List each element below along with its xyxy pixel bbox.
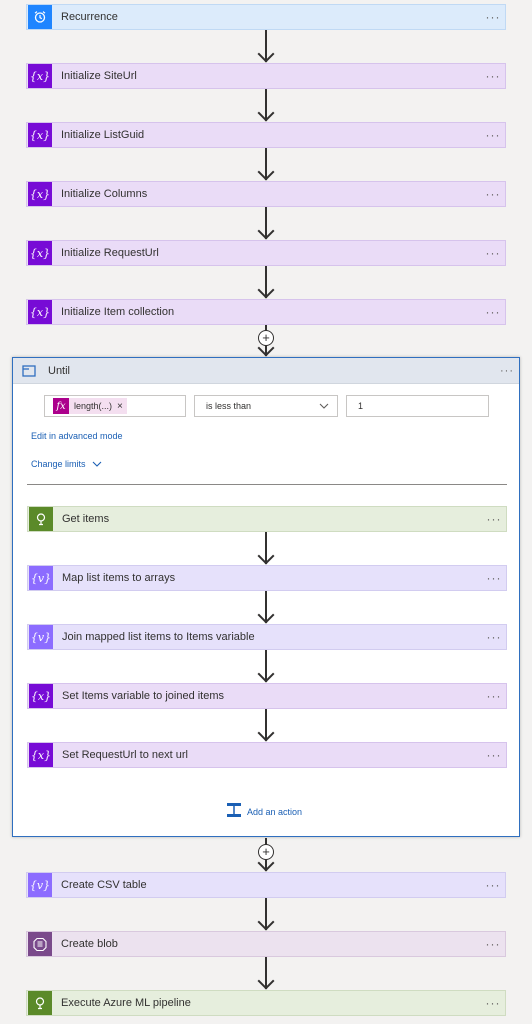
function-icon: fx xyxy=(53,398,69,414)
connector-arrow xyxy=(257,898,275,931)
connector-arrow xyxy=(257,709,275,742)
step-set-items-variable[interactable]: {x} Set Items variable to joined items ·… xyxy=(27,683,507,709)
step-map-list-items[interactable]: {v} Map list items to arrays ··· xyxy=(27,565,507,591)
step-initialize-listguid[interactable]: {x} Initialize ListGuid ··· xyxy=(26,122,506,148)
change-limits-link[interactable]: Change limits xyxy=(31,459,102,469)
add-action-icon xyxy=(225,801,243,822)
until-title: Until xyxy=(48,364,71,377)
step-title: Set Items variable to joined items xyxy=(62,690,225,702)
until-loop-scope: Until ··· fx length(...) × is less than … xyxy=(12,357,520,837)
step-title: Initialize RequestUrl xyxy=(61,247,159,259)
step-initialize-siteurl[interactable]: {x} Initialize SiteUrl ··· xyxy=(26,63,506,89)
connector-arrow xyxy=(257,532,275,565)
variable-icon: {x} xyxy=(28,64,52,88)
condition-operator-select[interactable]: is less than xyxy=(194,395,338,417)
more-options-icon[interactable]: ··· xyxy=(485,305,501,319)
connector-arrow xyxy=(257,957,275,990)
step-title: Recurrence xyxy=(61,11,118,23)
step-title: Initialize ListGuid xyxy=(61,129,145,141)
data-operation-icon: {v} xyxy=(29,566,53,590)
more-options-icon[interactable]: ··· xyxy=(486,748,502,762)
step-execute-azure-ml-pipeline[interactable]: Execute Azure ML pipeline ··· xyxy=(26,990,506,1016)
connector-arrow xyxy=(257,650,275,683)
more-options-icon[interactable]: ··· xyxy=(485,996,501,1010)
variable-icon: {x} xyxy=(28,300,52,324)
chevron-down-icon xyxy=(319,400,329,412)
operand-value: 1 xyxy=(358,401,364,411)
step-join-mapped-items[interactable]: {v} Join mapped list items to Items vari… xyxy=(27,624,507,650)
connector-arrow xyxy=(257,148,275,181)
condition-right-operand[interactable]: 1 xyxy=(346,395,489,417)
more-options-icon[interactable]: ··· xyxy=(485,937,501,951)
section-divider xyxy=(27,484,507,485)
step-title: Set RequestUrl to next url xyxy=(62,749,188,761)
step-title: Get items xyxy=(62,513,110,525)
add-an-action-label: Add an action xyxy=(247,806,303,817)
variable-icon: {x} xyxy=(28,241,52,265)
step-initialize-item-collection[interactable]: {x} Initialize Item collection ··· xyxy=(26,299,506,325)
connector-arrow xyxy=(257,266,275,299)
more-options-icon[interactable]: ··· xyxy=(485,187,501,201)
chevron-down-icon xyxy=(92,459,102,469)
variable-icon: {x} xyxy=(28,182,52,206)
step-title: Map list items to arrays xyxy=(62,572,176,584)
connector-arrow xyxy=(257,89,275,122)
data-operation-icon: {v} xyxy=(28,873,52,897)
step-title: Join mapped list items to Items variable xyxy=(62,631,255,643)
alarm-clock-icon xyxy=(28,5,52,29)
step-title: Initialize Columns xyxy=(61,188,148,200)
add-an-action-button[interactable]: Add an action xyxy=(225,801,302,822)
variable-icon: {x} xyxy=(29,743,53,767)
operator-value: is less than xyxy=(206,401,252,411)
step-title: Initialize SiteUrl xyxy=(61,70,137,82)
more-options-icon[interactable]: ··· xyxy=(486,689,502,703)
blob-storage-icon xyxy=(28,932,52,956)
variable-icon: {x} xyxy=(28,123,52,147)
step-create-blob[interactable]: Create blob ··· xyxy=(26,931,506,957)
sharepoint-icon xyxy=(29,507,53,531)
change-limits-label: Change limits xyxy=(31,459,86,469)
remove-token-icon[interactable]: × xyxy=(117,400,123,412)
variable-icon: {x} xyxy=(29,684,53,708)
more-options-icon[interactable]: ··· xyxy=(485,10,501,24)
more-options-icon[interactable]: ··· xyxy=(486,630,502,644)
expression-token[interactable]: fx length(...) × xyxy=(53,398,127,414)
condition-left-operand[interactable]: fx length(...) × xyxy=(44,395,186,417)
until-header[interactable]: Until ··· xyxy=(13,358,519,384)
step-set-requesturl[interactable]: {x} Set RequestUrl to next url ··· xyxy=(27,742,507,768)
step-initialize-requesturl[interactable]: {x} Initialize RequestUrl ··· xyxy=(26,240,506,266)
insert-step-plus-icon[interactable]: + xyxy=(258,844,274,860)
connector-arrow xyxy=(257,591,275,624)
step-recurrence[interactable]: Recurrence ··· xyxy=(26,4,506,30)
token-label: length(...) xyxy=(74,401,113,411)
more-options-icon[interactable]: ··· xyxy=(485,246,501,260)
insert-step-plus-icon[interactable]: + xyxy=(258,330,274,346)
loop-icon xyxy=(18,362,40,380)
more-options-icon[interactable]: ··· xyxy=(486,512,502,526)
connector-arrow xyxy=(257,207,275,240)
step-get-items[interactable]: Get items ··· xyxy=(27,506,507,532)
data-operation-icon: {v} xyxy=(29,625,53,649)
more-options-icon[interactable]: ··· xyxy=(500,364,514,377)
more-options-icon[interactable]: ··· xyxy=(485,128,501,142)
edit-advanced-mode-link[interactable]: Edit in advanced mode xyxy=(31,431,123,441)
connector-arrow xyxy=(257,30,275,63)
azure-ml-icon xyxy=(28,991,52,1015)
more-options-icon[interactable]: ··· xyxy=(486,571,502,585)
step-title: Initialize Item collection xyxy=(61,306,175,318)
step-initialize-columns[interactable]: {x} Initialize Columns ··· xyxy=(26,181,506,207)
step-title: Execute Azure ML pipeline xyxy=(61,997,191,1009)
more-options-icon[interactable]: ··· xyxy=(485,69,501,83)
step-title: Create blob xyxy=(61,938,118,950)
more-options-icon[interactable]: ··· xyxy=(485,878,501,892)
step-title: Create CSV table xyxy=(61,879,147,891)
step-create-csv-table[interactable]: {v} Create CSV table ··· xyxy=(26,872,506,898)
